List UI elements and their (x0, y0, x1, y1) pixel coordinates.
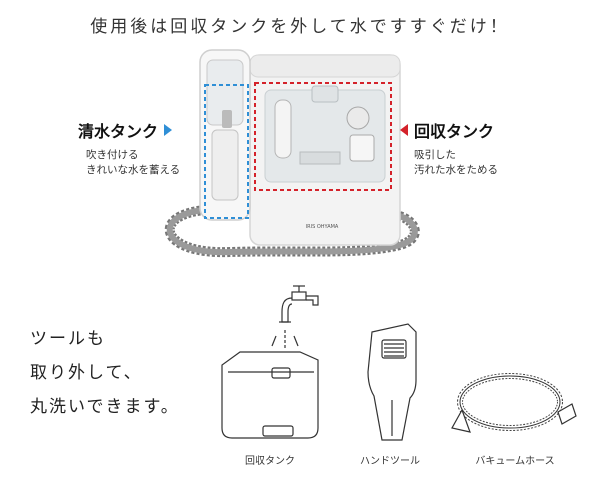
caption-vacuum-hose: バキュームホース (475, 456, 555, 467)
brand-logo: IRIS OHYAMA (306, 224, 339, 230)
recovery-tank-title: 回収タンク (414, 122, 495, 141)
vacuum-hose-drawing (451, 373, 577, 433)
headline: 使用後は回収タンクを外して水ですすぐだけ！ (90, 17, 510, 37)
recovery-tank-desc-2: 汚れた水をためる (414, 164, 498, 176)
clean-tank-desc-1: 吹き付ける (86, 149, 139, 161)
caption-hand-tool: ハンドツール (360, 456, 420, 467)
arrow-left-icon (400, 124, 408, 136)
caption-recovery-tank: 回収タンク (245, 456, 295, 467)
faucet-icon (279, 285, 319, 323)
arrow-right-icon (164, 124, 173, 136)
recovery-tank-desc-1: 吸引した (414, 149, 456, 161)
clean-tank-title: 清水タンク (78, 122, 159, 141)
recovery-tank-drawing (221, 351, 319, 439)
tools-text-line-3: 丸洗いできます。 (30, 397, 180, 417)
clean-tank-desc-2: きれいな水を蓄える (86, 164, 181, 176)
clean-tank-highlight (204, 84, 249, 219)
tools-text-line-1: ツールも (30, 329, 106, 349)
recovery-tank-highlight (254, 82, 392, 191)
hand-tool-drawing (367, 323, 417, 441)
clean-tank-label: 清水タンク 吹き付ける きれいな水を蓄える (78, 118, 180, 178)
recovery-tank-label: 回収タンク 吸引した 汚れた水をためる (400, 118, 498, 178)
tools-text-line-2: 取り外して、 (30, 363, 143, 383)
tools-text: ツールも 取り外して、 丸洗いできます。 (30, 322, 180, 424)
